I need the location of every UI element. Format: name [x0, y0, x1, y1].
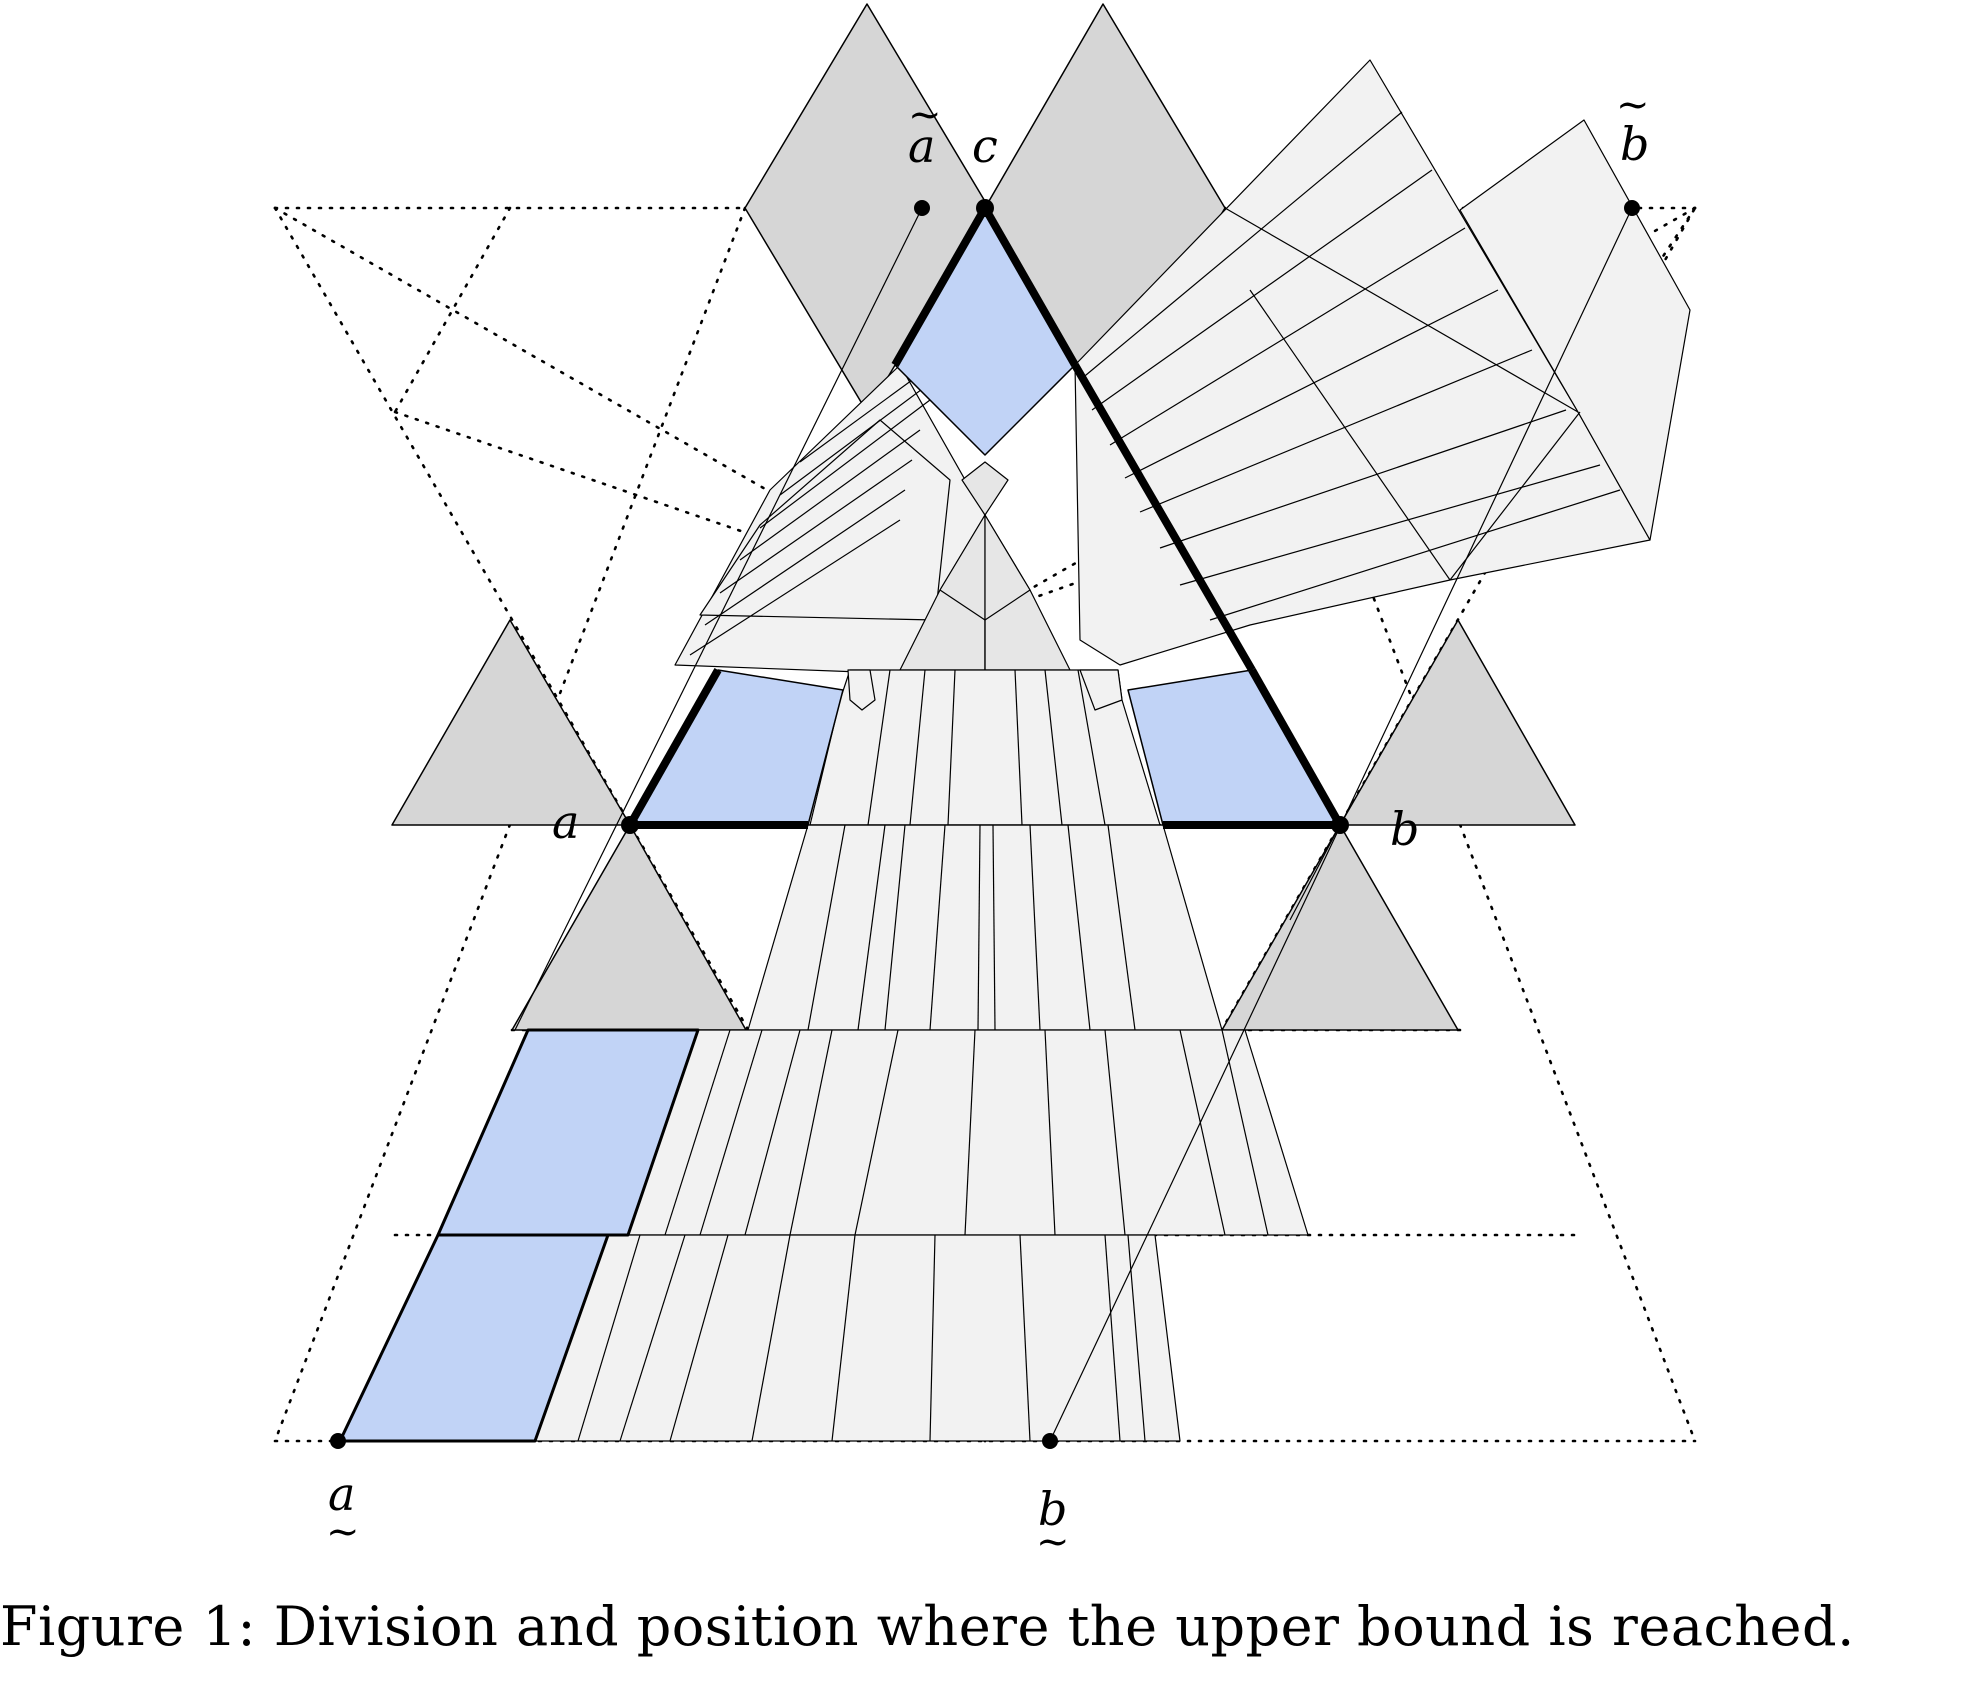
point-b-under: [1042, 1433, 1058, 1449]
svg-text:~: ~: [1036, 1519, 1070, 1565]
svg-text:~: ~: [1616, 82, 1650, 128]
central-pieces: [899, 461, 1071, 671]
label-b: b: [1390, 802, 1419, 856]
label-a-tilde: a: [908, 119, 935, 173]
label-c: c: [972, 119, 998, 173]
strip-row-2: [747, 824, 1223, 1031]
strip-row-1: [809, 669, 1161, 826]
label-b-tilde: b: [1620, 117, 1649, 171]
label-a-under: a: [328, 1467, 355, 1521]
upper-left-fan: [674, 344, 986, 701]
blue-regions: [338, 207, 1341, 1443]
point-b: [1331, 816, 1349, 834]
labels: a ~ c b ~ a b a ~ b ~: [326, 82, 1650, 1565]
svg-text:~: ~: [908, 92, 942, 138]
figure-caption: Figure 1: Division and position where th…: [0, 1595, 1855, 1658]
point-a: [621, 816, 639, 834]
division-diagram: a ~ c b ~ a b a ~ b ~: [273, 3, 1697, 1565]
dark-gray-triangles: [391, 3, 1576, 1031]
label-a: a: [552, 795, 579, 849]
point-c: [976, 199, 994, 217]
thick-triangle-edges: [626, 206, 1344, 829]
strip-row-3: [627, 1029, 1309, 1236]
point-a-under: [330, 1433, 346, 1449]
point-b-tilde: [1624, 200, 1640, 216]
strip-row-4: [534, 1234, 1181, 1442]
svg-text:~: ~: [326, 1509, 360, 1555]
label-b-under: b: [1038, 1482, 1067, 1536]
points: [330, 199, 1640, 1449]
point-a-tilde: [914, 200, 930, 216]
